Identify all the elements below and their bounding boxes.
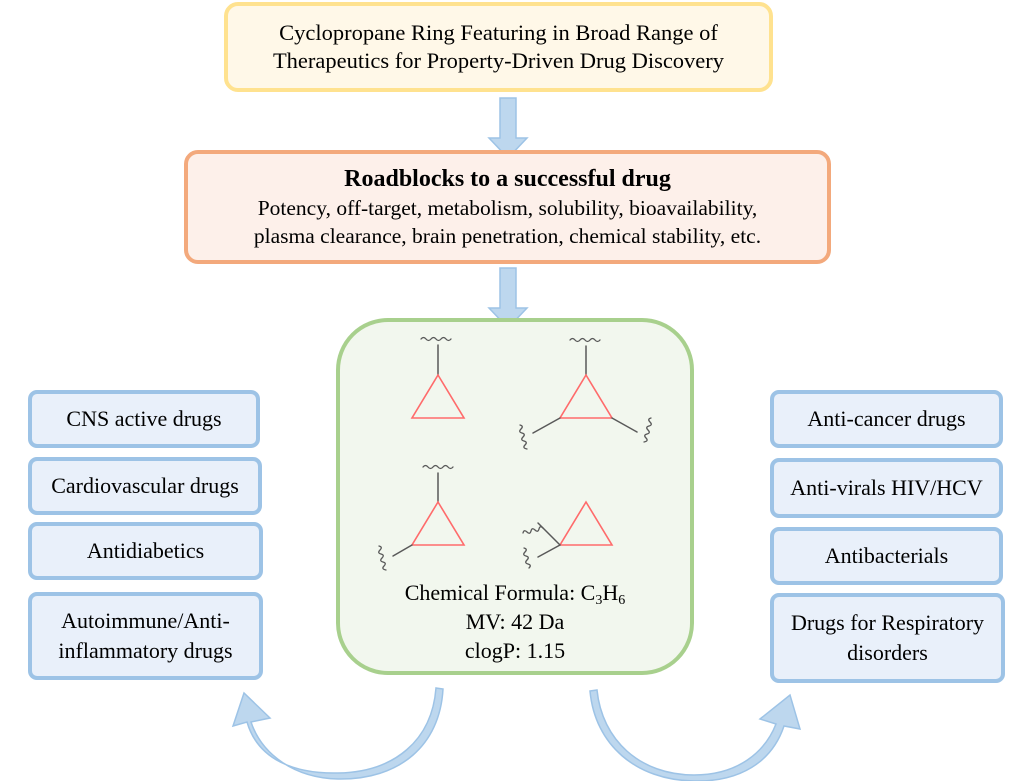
structure-disubstituted-1-1 [522,500,614,569]
title-line-2: Therapeutics for Property-Driven Drug Di… [272,48,725,73]
wavy-bond-icon [420,336,452,342]
bond-line [537,544,561,558]
therapeutic-area-label: Antibacterials [824,543,949,568]
cyclopropane-ring-icon [558,373,614,419]
bond-line [532,417,561,434]
therapeutic-area-antibacterials: Antibacterials [770,527,1003,585]
curved-arrow-right [589,689,802,781]
wavy-bond-icon [569,337,601,343]
wavy-bond-icon [522,526,544,534]
wavy-bond-icon [519,424,528,450]
therapeutic-area-label: Cardiovascular drugs [51,473,239,498]
cyclopropane-ring-icon [558,500,614,546]
bond-line [611,417,638,433]
therapeutic-area-autoimmune: Autoimmune/Anti- inflammatory drugs [28,592,263,680]
roadblocks-line-2: plasma clearance, brain penetration, che… [253,224,762,248]
chemical-formula: Chemical Formula: C3H6 [404,578,626,608]
formula-c-subscript: 3 [595,593,603,608]
therapeutic-area-label: Antidiabetics [86,538,205,563]
curved-arrow-left [231,687,444,780]
therapeutic-area-label: CNS active drugs [66,406,222,431]
therapeutic-area-respiratory: Drugs for Respiratory disorders [770,593,1005,683]
structure-monosubstituted [410,336,466,419]
roadblocks-title: Roadblocks to a successful drug [344,166,671,192]
title-box: Cyclopropane Ring Featuring in Broad Ran… [224,2,773,92]
therapeutic-area-label: Drugs for Respiratory [790,610,985,635]
therapeutic-area-cns: CNS active drugs [28,390,260,448]
wavy-bond-icon [523,547,531,569]
roadblocks-box: Roadblocks to a successful drug Potency,… [184,150,831,264]
structure-trisubstituted [519,337,652,450]
clogp-value: clogP: 1.15 [464,638,566,663]
bond-line [392,544,413,557]
wavy-bond-icon [422,464,454,470]
roadblocks-line-1: Potency, off-target, metabolism, solubil… [257,196,758,220]
cyclopropane-ring-icon [410,500,466,546]
cyclopropane-ring-icon [410,373,466,419]
therapeutic-area-label-line-2: inflammatory drugs [58,638,233,663]
wavy-bond-icon [378,545,387,571]
therapeutic-area-label-line-2: disorders [847,640,928,665]
therapeutic-area-label: Anti-cancer drugs [807,406,966,431]
wavy-bond-icon [643,417,652,443]
formula-h: H [602,580,619,605]
down-arrow-1 [487,97,529,160]
therapeutic-area-label: Anti-virals HIV/HCV [790,475,983,500]
molecular-weight: MV: 42 Da [465,609,565,634]
formula-label: Chemical Formula: C [404,580,596,605]
structure-disubstituted-1-2 [378,464,466,571]
therapeutic-area-antidiabetics: Antidiabetics [28,522,263,580]
therapeutic-area-label: Autoimmune/Anti- [61,608,230,633]
title-line-1: Cyclopropane Ring Featuring in Broad Ran… [279,20,718,45]
formula-h-subscript: 6 [618,593,626,608]
therapeutic-area-cardiovascular: Cardiovascular drugs [28,457,262,515]
cyclopropane-properties-box: Chemical Formula: C3H6 MV: 42 Da clogP: … [336,318,694,675]
therapeutic-area-anticancer: Anti-cancer drugs [770,390,1003,448]
therapeutic-area-antivirals: Anti-virals HIV/HCV [770,458,1003,518]
